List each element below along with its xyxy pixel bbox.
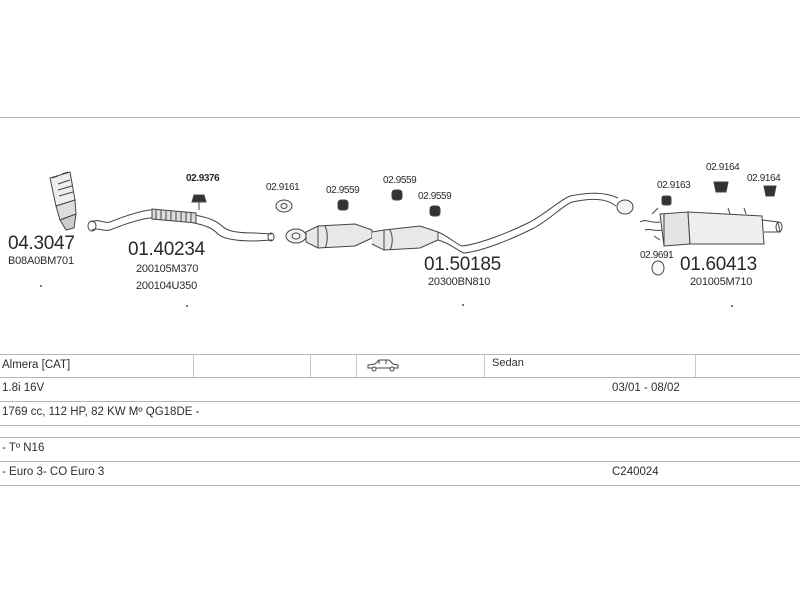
table-top-rule [0,354,800,355]
vehicle-period: 03/01 - 08/02 [612,382,680,394]
mid-section-oem-code: 20300BN810 [428,276,491,288]
fitting-label-9559-c: 02.9559 [418,191,452,202]
fitting-label-9161: 02.9161 [266,182,300,193]
table-bottom-rule [0,485,800,486]
fitting-9161-drawing [275,199,293,213]
sedan-car-icon [366,358,400,377]
rear-fittings-drawing [651,181,777,276]
fitting-9376-drawing [191,194,207,210]
vehicle-emission: - Euro 3- CO Euro 3 [2,466,105,478]
rear-silencer-oem-code: 201005M710 [690,276,753,288]
vehicle-model: Almera [CAT] [2,359,71,371]
vehicle-engine: 1.8i 16V [2,382,45,394]
flange-drawing [285,228,307,244]
rear-silencer-drawing [639,207,783,247]
fitting-label-9163: 02.9163 [657,180,691,191]
catalyst-part-number: 04.3047 [8,233,75,254]
marker-dot [186,305,188,307]
table-cell-divider [695,354,696,377]
vehicle-body-type: Sedan [492,357,524,369]
mid-section-drawing [305,192,634,254]
exhaust-system-diagram [49,171,783,276]
fitting-label-9691: 02.9691 [640,250,674,261]
table-cell-divider [484,354,485,377]
marker-dot [731,305,733,307]
fitting-label-9164-a: 02.9164 [706,162,740,173]
fitting-label-9559-b: 02.9559 [383,175,417,186]
table-row-rule [0,377,800,378]
vehicle-type: - Tº N16 [2,442,45,454]
front-pipe-oem-code-2: 200104U350 [136,280,198,292]
table-cell-divider [310,354,311,377]
marker-dot [462,304,464,306]
rear-silencer-part-number: 01.60413 [680,254,757,275]
fitting-label-9164-b: 02.9164 [747,173,781,184]
table-row-rule [0,437,800,438]
mid-section-part-number: 01.50185 [424,254,501,275]
mid-hangers-drawing [337,189,441,217]
frame-top-rule [0,117,800,118]
marker-dot [40,285,42,287]
table-row-rule [0,425,800,426]
table-cell-divider [193,354,194,377]
vehicle-specs: 1769 cc, 112 HP, 82 KW Mº QG18DE - [2,406,200,418]
fitting-label-9559-a: 02.9559 [326,185,360,196]
catalyst-oem-code: B08A0BM701 [8,255,74,267]
table-cell-divider [356,354,357,377]
vehicle-reference: C240024 [612,466,659,478]
front-pipe-drawing [87,208,275,242]
catalyst-drawing [49,171,77,231]
table-row-rule [0,461,800,462]
front-pipe-oem-code-1: 200105M370 [136,263,199,275]
table-row-rule [0,401,800,402]
fitting-label-9376: 02.9376 [186,173,220,184]
front-pipe-part-number: 01.40234 [128,239,205,260]
